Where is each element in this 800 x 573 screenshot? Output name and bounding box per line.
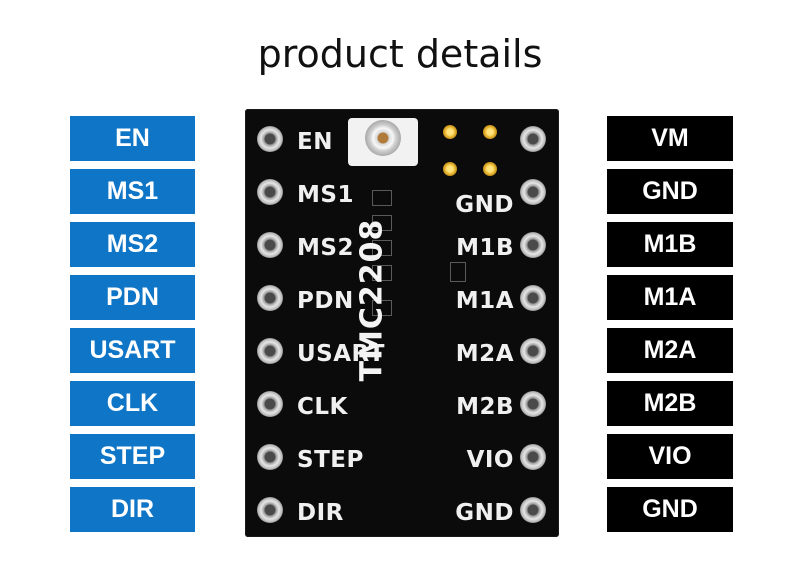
silk-label-step: STEP <box>297 447 364 473</box>
smd-component-icon <box>372 240 392 256</box>
solder-pad-icon <box>483 162 497 176</box>
solder-pad-icon <box>483 125 497 139</box>
smd-component-icon <box>450 262 466 282</box>
left-label-pdn: PDN <box>70 275 195 320</box>
potentiometer-icon <box>340 116 428 168</box>
pin-hole-icon <box>520 391 546 417</box>
left-label-ms1: MS1 <box>70 169 195 214</box>
left-label-dir: DIR <box>70 487 195 532</box>
pin-hole-icon <box>520 338 546 364</box>
pin-hole-icon <box>257 391 283 417</box>
pin-hole-icon <box>520 126 546 152</box>
silk-label-m2a: M2A <box>455 341 514 367</box>
smd-component-icon <box>372 265 392 281</box>
pin-hole-icon <box>520 285 546 311</box>
right-label-vio: VIO <box>607 434 733 479</box>
pin-hole-icon <box>520 179 546 205</box>
silk-label-gnd-2: GND <box>455 500 514 526</box>
right-label-m2a: M2A <box>607 328 733 373</box>
silk-label-m1b: M1B <box>456 235 514 261</box>
left-label-step: STEP <box>70 434 195 479</box>
chip-label: TMC2208 <box>354 218 390 382</box>
right-label-gnd-2: GND <box>607 487 733 532</box>
pin-hole-icon <box>257 338 283 364</box>
smd-component-icon <box>372 300 392 316</box>
left-label-en: EN <box>70 116 195 161</box>
silk-label-ms1: MS1 <box>297 182 354 208</box>
smd-component-icon <box>372 190 392 206</box>
solder-pad-icon <box>443 125 457 139</box>
right-label-m1b: M1B <box>607 222 733 267</box>
smd-component-icon <box>372 215 392 231</box>
pin-hole-icon <box>520 497 546 523</box>
silk-label-m1a: M1A <box>455 288 514 314</box>
pin-hole-icon <box>257 179 283 205</box>
silk-label-dir: DIR <box>297 500 344 526</box>
pin-hole-icon <box>257 285 283 311</box>
pin-hole-icon <box>257 444 283 470</box>
right-label-m2b: M2B <box>607 381 733 426</box>
silk-label-vio: VIO <box>466 447 514 473</box>
silk-label-gnd-1: GND <box>455 192 514 218</box>
silk-label-ms2: MS2 <box>297 235 354 261</box>
silk-label-clk: CLK <box>297 394 348 420</box>
silk-label-en: EN <box>297 129 333 155</box>
right-label-m1a: M1A <box>607 275 733 320</box>
left-label-clk: CLK <box>70 381 195 426</box>
left-label-usart: USART <box>70 328 195 373</box>
silk-label-usart: USART <box>297 341 385 367</box>
right-label-vm: VM <box>607 116 733 161</box>
page-title: product details <box>257 32 543 76</box>
silk-label-m2b: M2B <box>456 394 514 420</box>
right-label-gnd-1: GND <box>607 169 733 214</box>
pin-hole-icon <box>257 126 283 152</box>
pin-hole-icon <box>520 444 546 470</box>
silk-label-pdn: PDN <box>297 288 354 314</box>
pin-hole-icon <box>257 497 283 523</box>
pin-hole-icon <box>520 232 546 258</box>
driver-board <box>245 109 559 537</box>
solder-pad-icon <box>443 162 457 176</box>
left-label-ms2: MS2 <box>70 222 195 267</box>
pin-hole-icon <box>257 232 283 258</box>
